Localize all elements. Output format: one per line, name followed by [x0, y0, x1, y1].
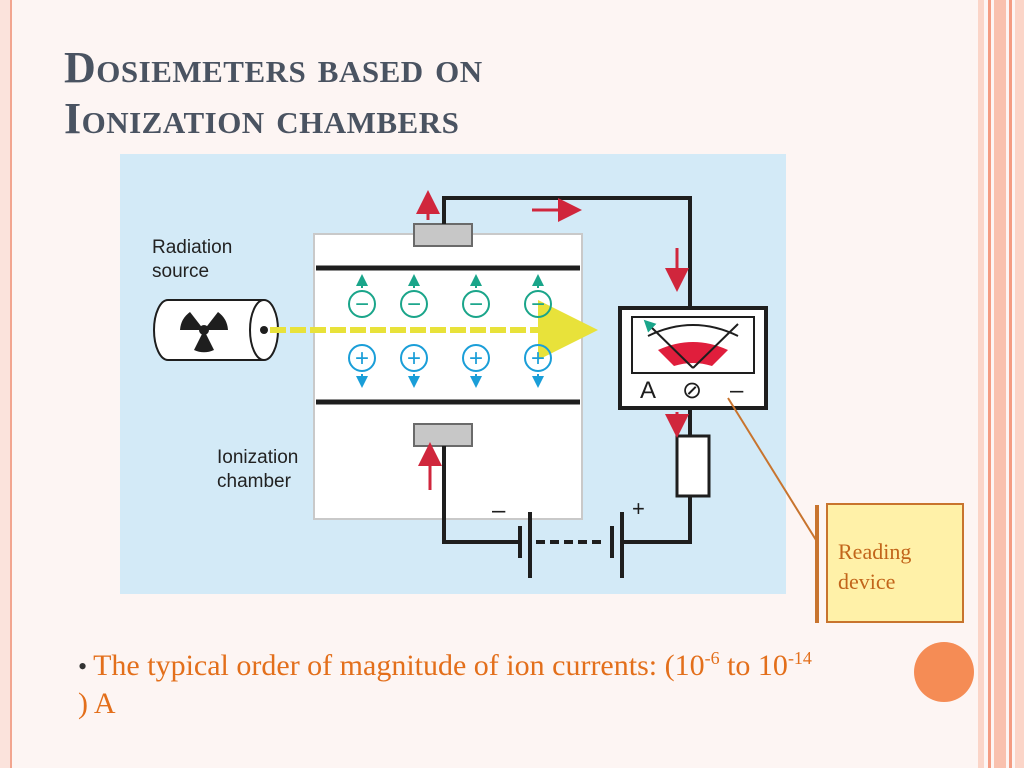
negative-ion: −: [462, 274, 490, 318]
ion-current-bullet: •The typical order of magnitude of ion c…: [78, 640, 818, 722]
ammeter-scale-fill: [658, 342, 728, 366]
negative-ion: −: [348, 274, 376, 318]
positive-ion: +: [462, 344, 490, 388]
battery-plus-label: +: [632, 496, 645, 521]
positive-ion-sign: +: [469, 345, 483, 372]
right-border-decoration: [978, 0, 1024, 768]
radiation-source-icon: [153, 299, 279, 361]
radiation-source-label-line1: Radiation: [152, 237, 233, 258]
radiation-source-label-line2: source: [152, 261, 210, 282]
ionization-chamber-label: Ionization chamber: [217, 446, 298, 494]
reading-device-callout: Reading device: [826, 503, 964, 623]
ammeter-needle: [643, 319, 694, 369]
bullet-text-middle: to 10: [719, 649, 788, 682]
left-border-decoration: [0, 0, 12, 768]
ionization-chamber-label-line2: chamber: [217, 471, 291, 492]
ionization-chamber-diagram: − − − − +: [120, 154, 786, 594]
ammeter-needle-right: [692, 323, 739, 369]
exponent-1: -6: [704, 648, 720, 668]
exponent-2: -14: [787, 648, 812, 668]
negative-ion-sign: −: [469, 291, 483, 318]
bullet-text-start: The typical order of magnitude of ion cu…: [93, 649, 705, 682]
negative-ions: − − − −: [348, 274, 552, 318]
circuit-wire-bottom: [622, 496, 692, 544]
top-insulator: [413, 223, 473, 247]
decorative-circle: [914, 642, 974, 702]
bullet-marker: •: [78, 652, 88, 681]
meter-label-minus: –: [730, 377, 744, 404]
negative-ion: −: [524, 274, 552, 318]
callout-bracket: [815, 505, 819, 623]
ionization-chamber-label-line1: Ionization: [217, 447, 299, 468]
resistor: [675, 434, 711, 498]
meter-label-zero: ⊘: [682, 376, 702, 404]
callout-line-1: Reading: [838, 539, 912, 564]
positive-ion-sign: +: [355, 345, 369, 372]
battery-minus-label: –: [492, 497, 506, 524]
positive-ion: +: [524, 344, 552, 388]
circuit-wire-left: [442, 446, 520, 544]
negative-ion-sign: −: [355, 291, 369, 318]
negative-ion-sign: −: [407, 291, 421, 318]
positive-ion-sign: +: [407, 345, 421, 372]
positive-ion: +: [400, 344, 428, 388]
bottom-insulator: [413, 423, 473, 447]
positive-ion-sign: +: [531, 345, 545, 372]
radiation-source-label: Radiation source: [152, 236, 232, 284]
bullet-text-end: ) A: [78, 687, 116, 720]
negative-ion: −: [400, 274, 428, 318]
title-line-2: Ionization chambers: [64, 94, 460, 143]
circuit-diagram: − − − − +: [153, 190, 768, 578]
positive-ions: + + + +: [348, 344, 552, 388]
callout-line-2: device: [838, 569, 896, 594]
title-line-1: Dosiemeters based on: [64, 43, 483, 92]
ionization-chamber-box: [313, 233, 583, 520]
meter-label-a: A: [640, 377, 656, 404]
positive-ion: +: [348, 344, 376, 388]
negative-ion-sign: −: [531, 291, 545, 318]
slide-title: Dosiemeters based on Ionization chambers: [64, 42, 824, 144]
